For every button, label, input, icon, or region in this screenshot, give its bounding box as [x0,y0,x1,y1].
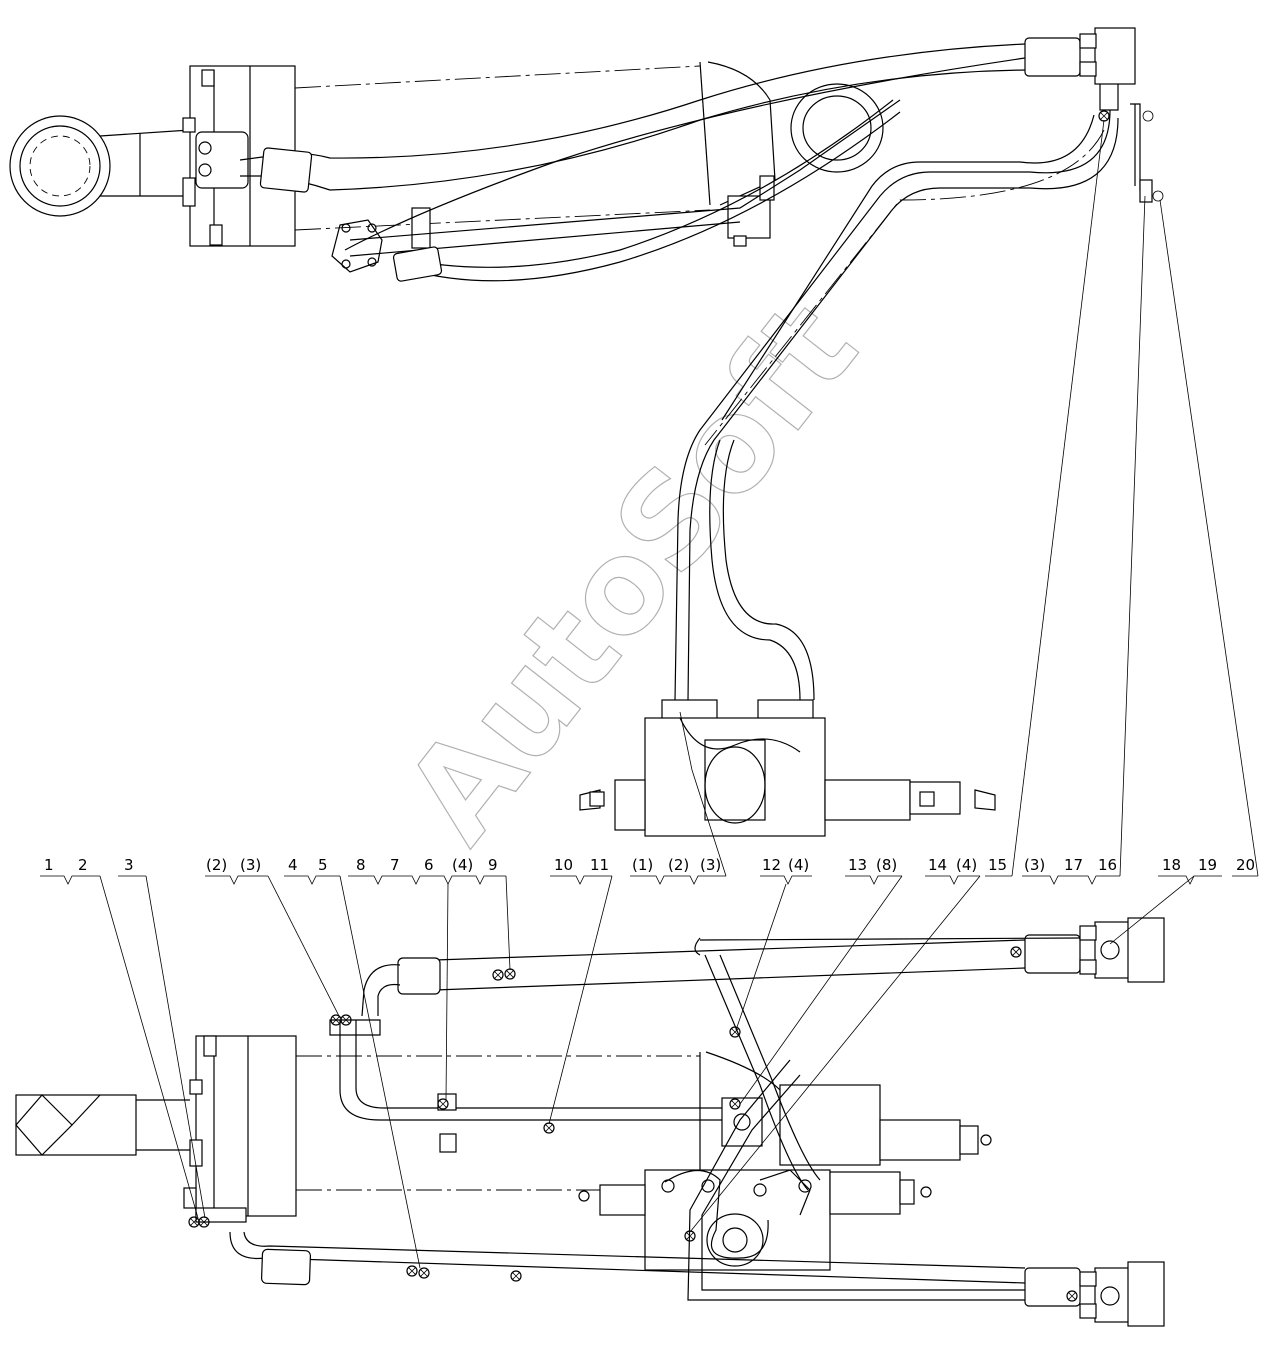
callout-p1: (1) [632,856,653,874]
bottom-middle-pipe [329,1019,722,1153]
top-flange-plate [331,207,431,273]
top-hoses [239,37,1081,282]
callout-5: 5 [318,856,328,874]
top-view [9,27,1164,837]
callout-15: 15 [988,856,1007,874]
callout-3: 3 [124,856,134,874]
top-right-block [1079,27,1164,203]
callout-p3-b: (3) [700,856,721,874]
bottom-upper-hose [361,934,1081,1017]
callout-6: 6 [424,856,434,874]
callout-p4-c: (4) [956,856,977,874]
callout-p2-a: (2) [206,856,227,874]
callout-1: 1 [44,856,54,874]
callout-16: 16 [1098,856,1117,874]
callout-7: 7 [390,856,400,874]
callout-12: 12 [762,856,781,874]
bottom-lower-hose [229,1231,1081,1307]
bottom-cylinder-eye [15,1094,190,1156]
top-control-valve [579,699,996,837]
callout-9: 9 [488,856,498,874]
bottom-cylinder-body [296,1051,992,1191]
callout-p3-a: (3) [240,856,261,874]
callout-p3-c: (3) [1024,856,1045,874]
top-cylinder-eye [9,115,191,217]
callout-13: 13 [848,856,867,874]
callout-20: 20 [1236,856,1255,874]
bottom-control-valve [578,1169,932,1271]
callout-4: 4 [288,856,298,874]
bottom-diagonal-pipes [687,954,1080,1301]
callout-p4-a: (4) [452,856,473,874]
bottom-cylinder-head [183,1035,297,1223]
bottom-clamp-markers [188,110,1110,1302]
callout-p8: (8) [876,856,897,874]
callout-2: 2 [78,856,88,874]
callout-19: 19 [1198,856,1217,874]
callout-17: 17 [1064,856,1083,874]
top-pipes-to-valve [674,109,1119,701]
bottom-view [15,110,1165,1327]
callout-leaders [40,119,1259,1269]
callout-11: 11 [590,856,609,874]
callout-14: 14 [928,856,947,874]
top-trunnion-ring [790,83,884,173]
callout-p2-b: (2) [668,856,689,874]
callout-p4-b: (4) [788,856,809,874]
callout-18: 18 [1162,856,1181,874]
callout-10: 10 [554,856,573,874]
callout-labels: 1 2 3 (2) (3) 4 5 8 7 6 (4) 9 10 11 (1) … [44,856,1255,874]
bottom-right-blocks [1079,917,1165,1327]
callout-8: 8 [356,856,366,874]
